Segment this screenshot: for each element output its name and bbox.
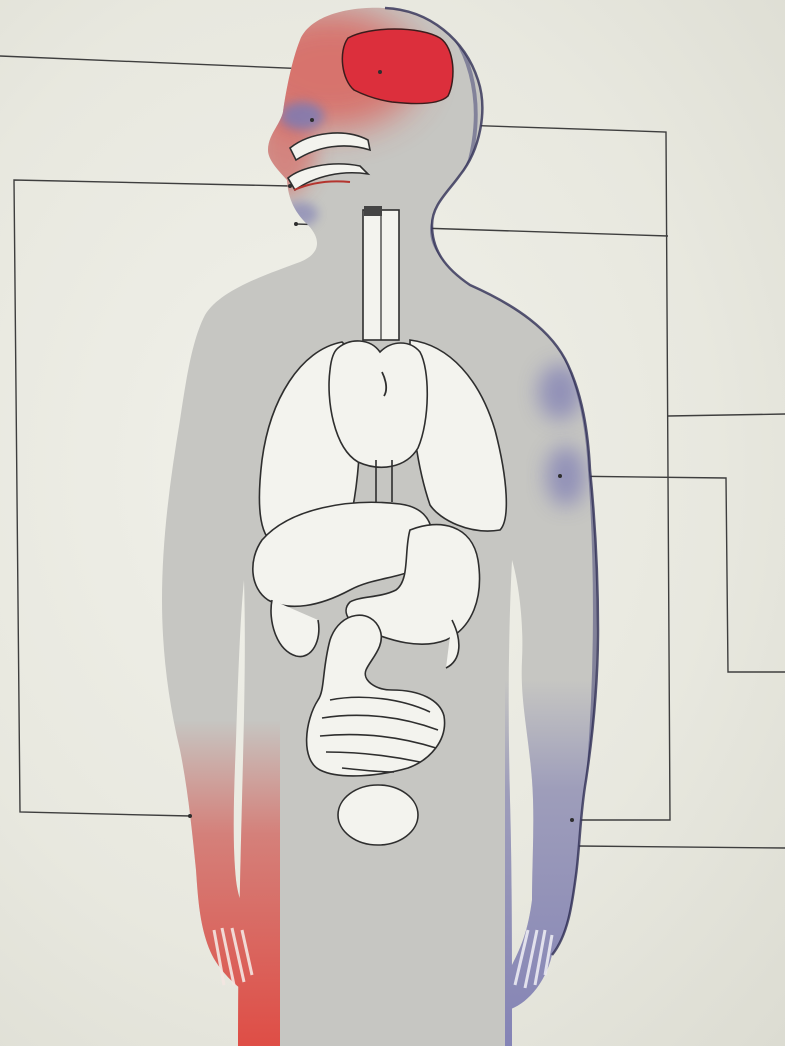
warm-zone-right-forearm bbox=[150, 720, 280, 1046]
cool-zone-left-forearm bbox=[505, 680, 615, 1046]
leader-line-forearm bbox=[578, 846, 785, 848]
cool-zone-chin bbox=[282, 202, 318, 226]
leader-line-upper-arm bbox=[668, 414, 785, 416]
cool-zone-upper-arm bbox=[546, 446, 586, 506]
cool-zone-nasal bbox=[280, 102, 324, 130]
bladder bbox=[338, 785, 418, 845]
cool-zone-shoulder bbox=[538, 364, 582, 420]
heart bbox=[329, 341, 427, 467]
brain bbox=[342, 29, 453, 104]
trachea bbox=[363, 206, 399, 340]
